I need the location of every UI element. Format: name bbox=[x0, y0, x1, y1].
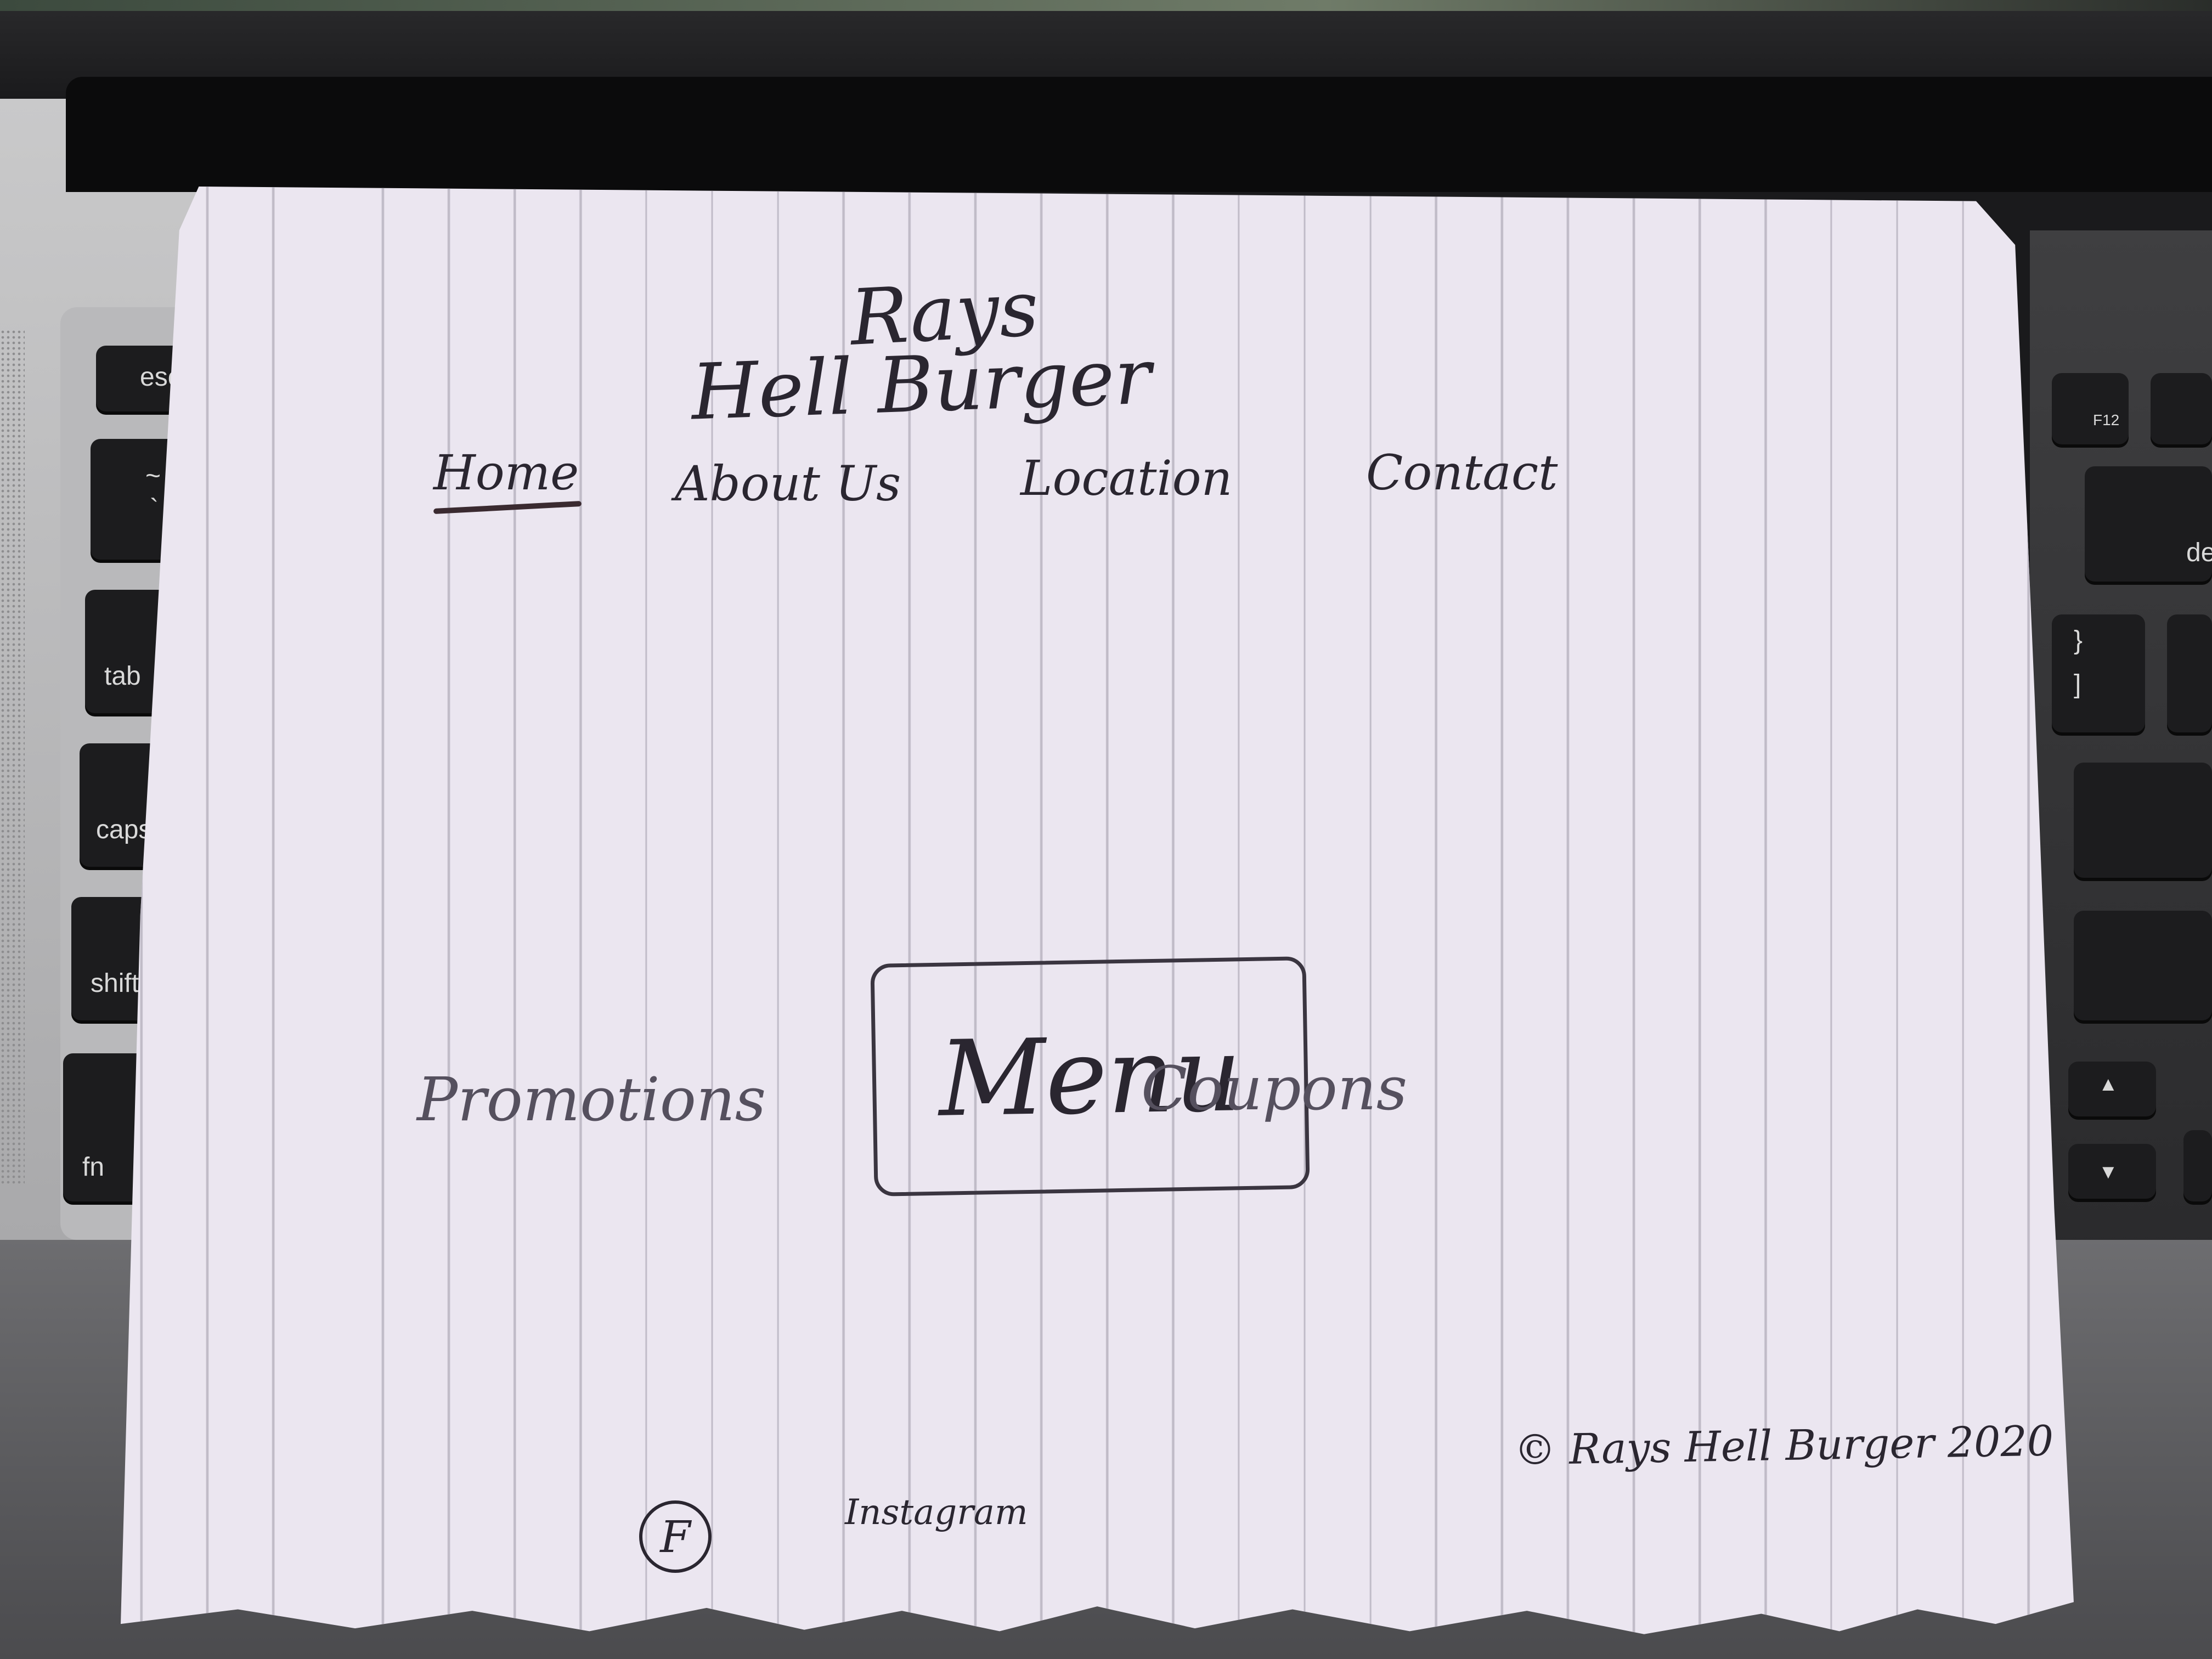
sketch-nav-about[interactable]: About Us bbox=[675, 455, 901, 512]
key-brace-label: } bbox=[2074, 626, 2083, 655]
key-bracket[interactable]: } ] bbox=[2052, 614, 2145, 732]
sketch-nav-location[interactable]: Location bbox=[1020, 450, 1233, 506]
key-shift-label: shift bbox=[91, 969, 139, 998]
sketch-coupons[interactable]: Coupons bbox=[1141, 1053, 1408, 1124]
paper-sketch: Rays Hell Burger Home About Us Location … bbox=[121, 187, 2074, 1634]
key-right-shift[interactable] bbox=[2074, 911, 2212, 1020]
sketch-promotions[interactable]: Promotions bbox=[417, 1064, 766, 1135]
sketch-nav-contact[interactable]: Contact bbox=[1366, 444, 1558, 501]
key-backslash[interactable] bbox=[2167, 614, 2212, 732]
speaker-grille bbox=[0, 329, 25, 1185]
key-arrow-right[interactable] bbox=[2183, 1130, 2212, 1201]
key-f12[interactable]: F12 bbox=[2052, 373, 2129, 444]
key-fn-label: fn bbox=[82, 1153, 105, 1182]
key-delete[interactable]: de bbox=[2085, 466, 2212, 582]
key-tab-label: tab bbox=[104, 662, 141, 691]
sketch-instagram-link[interactable]: Instagram bbox=[845, 1492, 1028, 1533]
sketch-nav-home[interactable]: Home bbox=[433, 444, 579, 501]
arrow-down-icon: ▼ bbox=[2098, 1160, 2118, 1183]
sketch-copyright: © Rays Hell Burger 2020 bbox=[1514, 1416, 2054, 1475]
key-arrow-down[interactable]: ▼ bbox=[2068, 1144, 2156, 1199]
laptop-hinge bbox=[66, 77, 2212, 192]
sketch-title-hell-burger: Hell Burger bbox=[690, 332, 1153, 438]
key-return[interactable] bbox=[2074, 763, 2212, 878]
ruled-lines bbox=[121, 187, 2074, 1634]
key-power[interactable] bbox=[2151, 373, 2212, 444]
key-delete-label: de bbox=[2186, 538, 2212, 567]
key-tilde-label: ~ bbox=[145, 461, 161, 490]
facebook-icon[interactable]: F bbox=[639, 1500, 712, 1573]
arrow-up-icon: ▲ bbox=[2098, 1073, 2118, 1095]
key-arrow-up[interactable]: ▲ bbox=[2068, 1062, 2156, 1116]
key-f12-label: F12 bbox=[2093, 411, 2120, 428]
facebook-icon-letter: F bbox=[660, 1511, 691, 1562]
key-backtick-label: ` bbox=[150, 494, 159, 523]
laptop-screen-edge bbox=[0, 0, 2212, 11]
key-bracket-label: ] bbox=[2074, 670, 2081, 699]
